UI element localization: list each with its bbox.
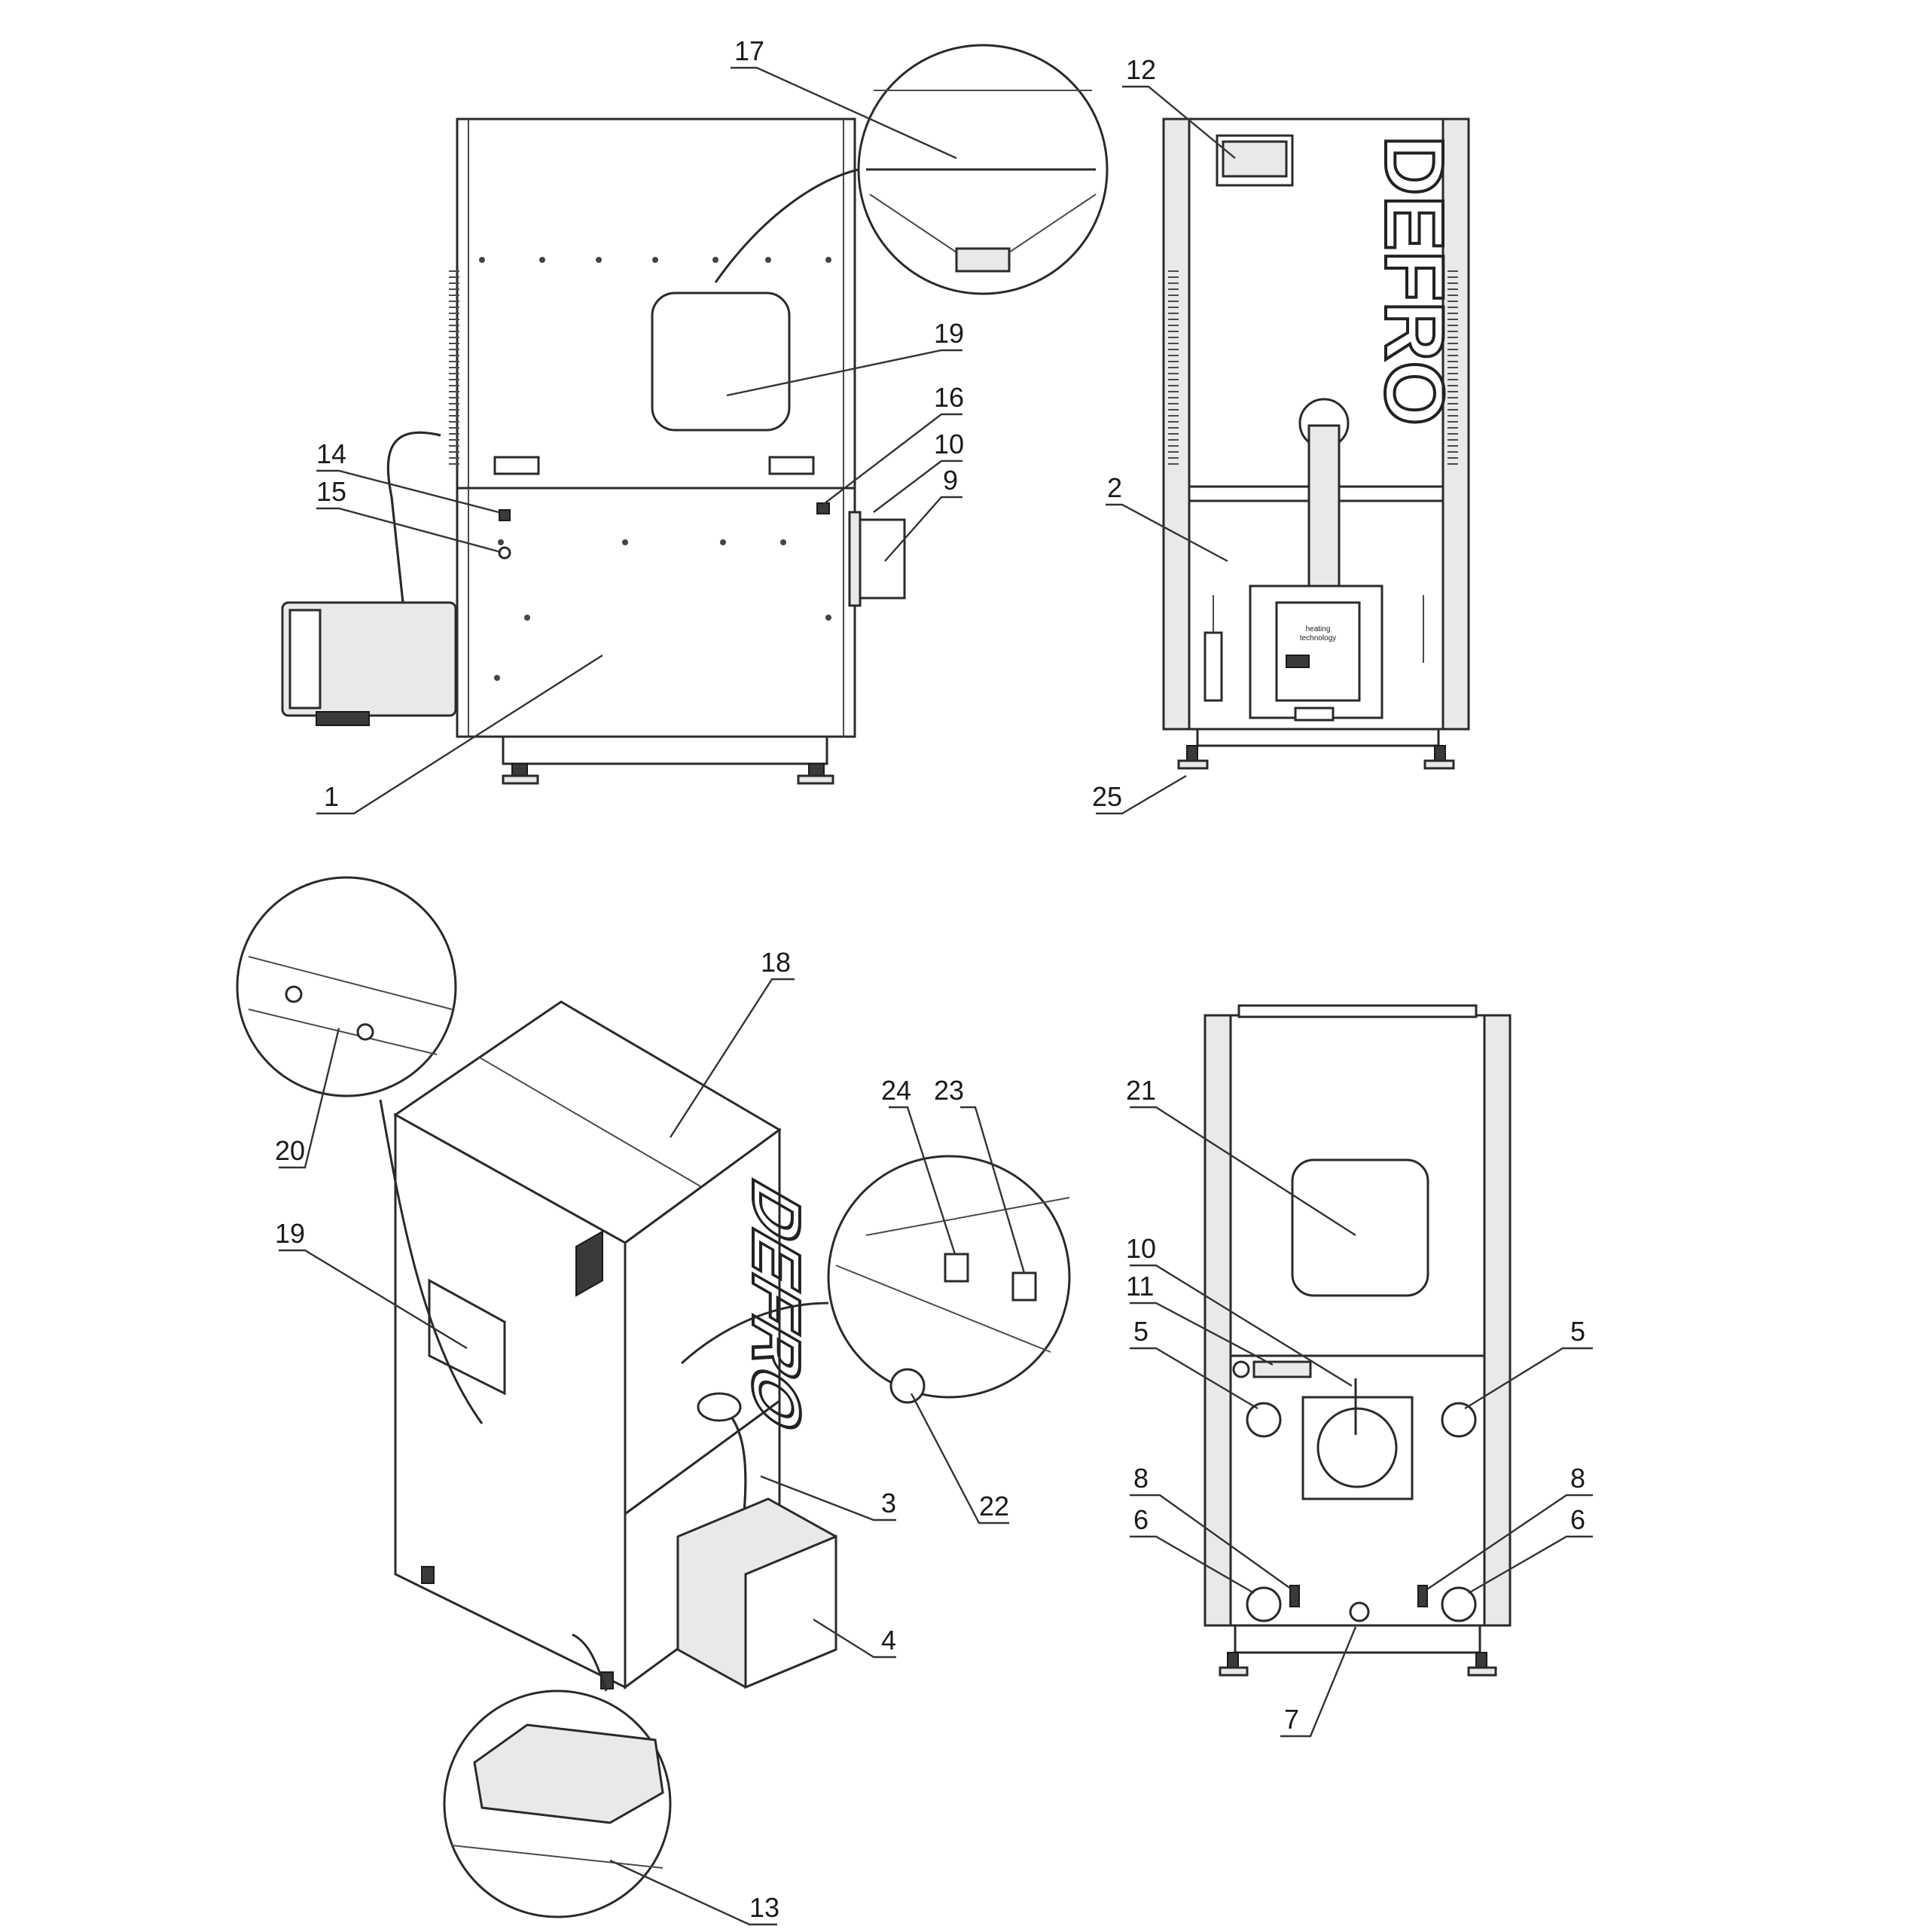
rear-inspection-window — [1291, 1158, 1429, 1297]
ventilation-grille-left — [449, 270, 459, 465]
bolt — [825, 257, 831, 263]
supply-connection-left — [1246, 1402, 1282, 1438]
callout-7: 7 — [1284, 1704, 1299, 1735]
callout-10-bottom: 10 — [1126, 1233, 1156, 1264]
callout-5-left: 5 — [1133, 1316, 1149, 1347]
rear-frame — [1203, 1014, 1512, 1627]
bolt — [720, 539, 726, 545]
return-connection-left — [1246, 1586, 1282, 1622]
callout-23: 23 — [934, 1075, 964, 1106]
callout-6-left: 6 — [1133, 1504, 1149, 1535]
bolt — [596, 257, 602, 263]
flue-pipe — [1307, 424, 1341, 593]
callout-3: 3 — [881, 1488, 896, 1518]
bolt — [498, 539, 504, 545]
burner-brand-line1: heating — [1306, 625, 1331, 633]
return-connection-right — [1441, 1586, 1477, 1622]
ventilation-grille-front — [1168, 270, 1458, 465]
feeder-pipe — [386, 431, 441, 603]
callout-11: 11 — [1126, 1271, 1154, 1302]
bolt — [825, 615, 831, 621]
callout-18: 18 — [761, 947, 791, 978]
bolt-group — [479, 257, 831, 681]
bolt — [712, 257, 718, 263]
callout-6-right: 6 — [1570, 1504, 1585, 1535]
defro-logo-iso: DEFRO — [739, 1167, 815, 1448]
defro-logo: DEFRO — [1368, 136, 1460, 426]
bolt — [652, 257, 658, 263]
boiler-body — [456, 487, 856, 738]
callout-20: 20 — [275, 1135, 305, 1166]
burner-brand-line2: technology — [1300, 634, 1336, 642]
feeder-pipe-outline — [386, 431, 441, 603]
callout-17: 17 — [734, 35, 764, 66]
bolt — [765, 257, 771, 263]
bolt — [524, 615, 530, 621]
callout-22: 22 — [979, 1491, 1009, 1521]
bolt — [622, 539, 628, 545]
side-view — [281, 118, 906, 785]
base-frame — [502, 735, 828, 765]
supply-connection-right — [1441, 1402, 1477, 1438]
detail-circle-13 — [443, 1633, 672, 1918]
leader-lines — [279, 66, 1593, 1926]
callout-8-left: 8 — [1133, 1463, 1149, 1494]
callout-21: 21 — [1126, 1075, 1156, 1106]
detail-circle-17 — [714, 44, 1109, 295]
callout-5-right: 5 — [1570, 1316, 1585, 1347]
handle-right — [768, 456, 815, 475]
callout-13: 13 — [749, 1892, 779, 1923]
callout-9: 9 — [943, 465, 958, 496]
flue-outlet — [853, 518, 906, 600]
isometric-view: DEFRO — [393, 1000, 837, 1689]
callout-10-top: 10 — [934, 429, 964, 459]
callout-labels: 1 2 3 4 5 5 6 6 7 8 8 9 10 10 11 12 13 1… — [275, 35, 1585, 1923]
callout-15: 15 — [316, 476, 346, 507]
callout-4: 4 — [881, 1625, 896, 1656]
drain-valve — [1349, 1601, 1370, 1622]
rear-view — [1203, 1004, 1512, 1677]
stb-sensor — [816, 502, 830, 514]
inspection-window — [651, 291, 791, 432]
callout-1: 1 — [324, 781, 339, 812]
callout-24: 24 — [881, 1075, 911, 1106]
callout-19-top: 19 — [934, 318, 964, 349]
callout-19-bottom: 19 — [275, 1218, 305, 1249]
callout-14: 14 — [316, 438, 346, 469]
callout-2: 2 — [1107, 472, 1122, 503]
bolt — [539, 257, 545, 263]
handle-left — [493, 456, 540, 475]
callout-25: 25 — [1092, 781, 1122, 812]
callout-8-right: 8 — [1570, 1463, 1585, 1494]
bolt — [780, 539, 786, 545]
front-view: DEFRO heating technology — [1162, 118, 1470, 770]
bolt — [479, 257, 485, 263]
main-switch — [499, 509, 511, 521]
callout-16: 16 — [934, 382, 964, 413]
fuse-socket — [498, 546, 511, 560]
callout-12: 12 — [1126, 54, 1156, 85]
detail-circle-20 — [236, 876, 484, 1424]
bolt — [494, 675, 500, 681]
